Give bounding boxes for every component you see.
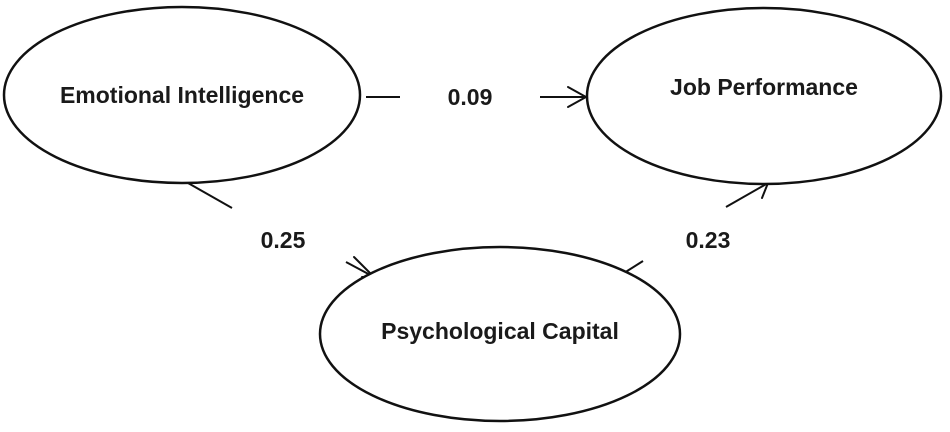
edge-label-pc-to-jp: 0.23 xyxy=(686,227,731,253)
node-psychological-capital: Psychological Capital xyxy=(318,245,682,423)
edge-ei-to-pc-tail xyxy=(187,182,233,209)
node-psychological-capital-label: Psychological Capital xyxy=(381,318,619,344)
node-job-performance-shape xyxy=(585,6,943,186)
node-emotional-intelligence: Emotional Intelligence xyxy=(2,5,362,185)
edge-label-ei-to-pc: 0.25 xyxy=(261,227,306,253)
node-job-performance-label: Job Performance xyxy=(670,74,858,100)
node-job-performance: Job Performance xyxy=(585,6,943,186)
edge-pc-to-jp-head-line xyxy=(725,182,769,208)
node-psychological-capital-shape xyxy=(318,245,682,423)
node-emotional-intelligence-label: Emotional Intelligence xyxy=(60,82,304,108)
node-emotional-intelligence-shape xyxy=(2,5,362,185)
edge-label-ei-to-jp: 0.09 xyxy=(448,84,493,110)
edge-pc-to-jp-tail xyxy=(623,260,644,274)
